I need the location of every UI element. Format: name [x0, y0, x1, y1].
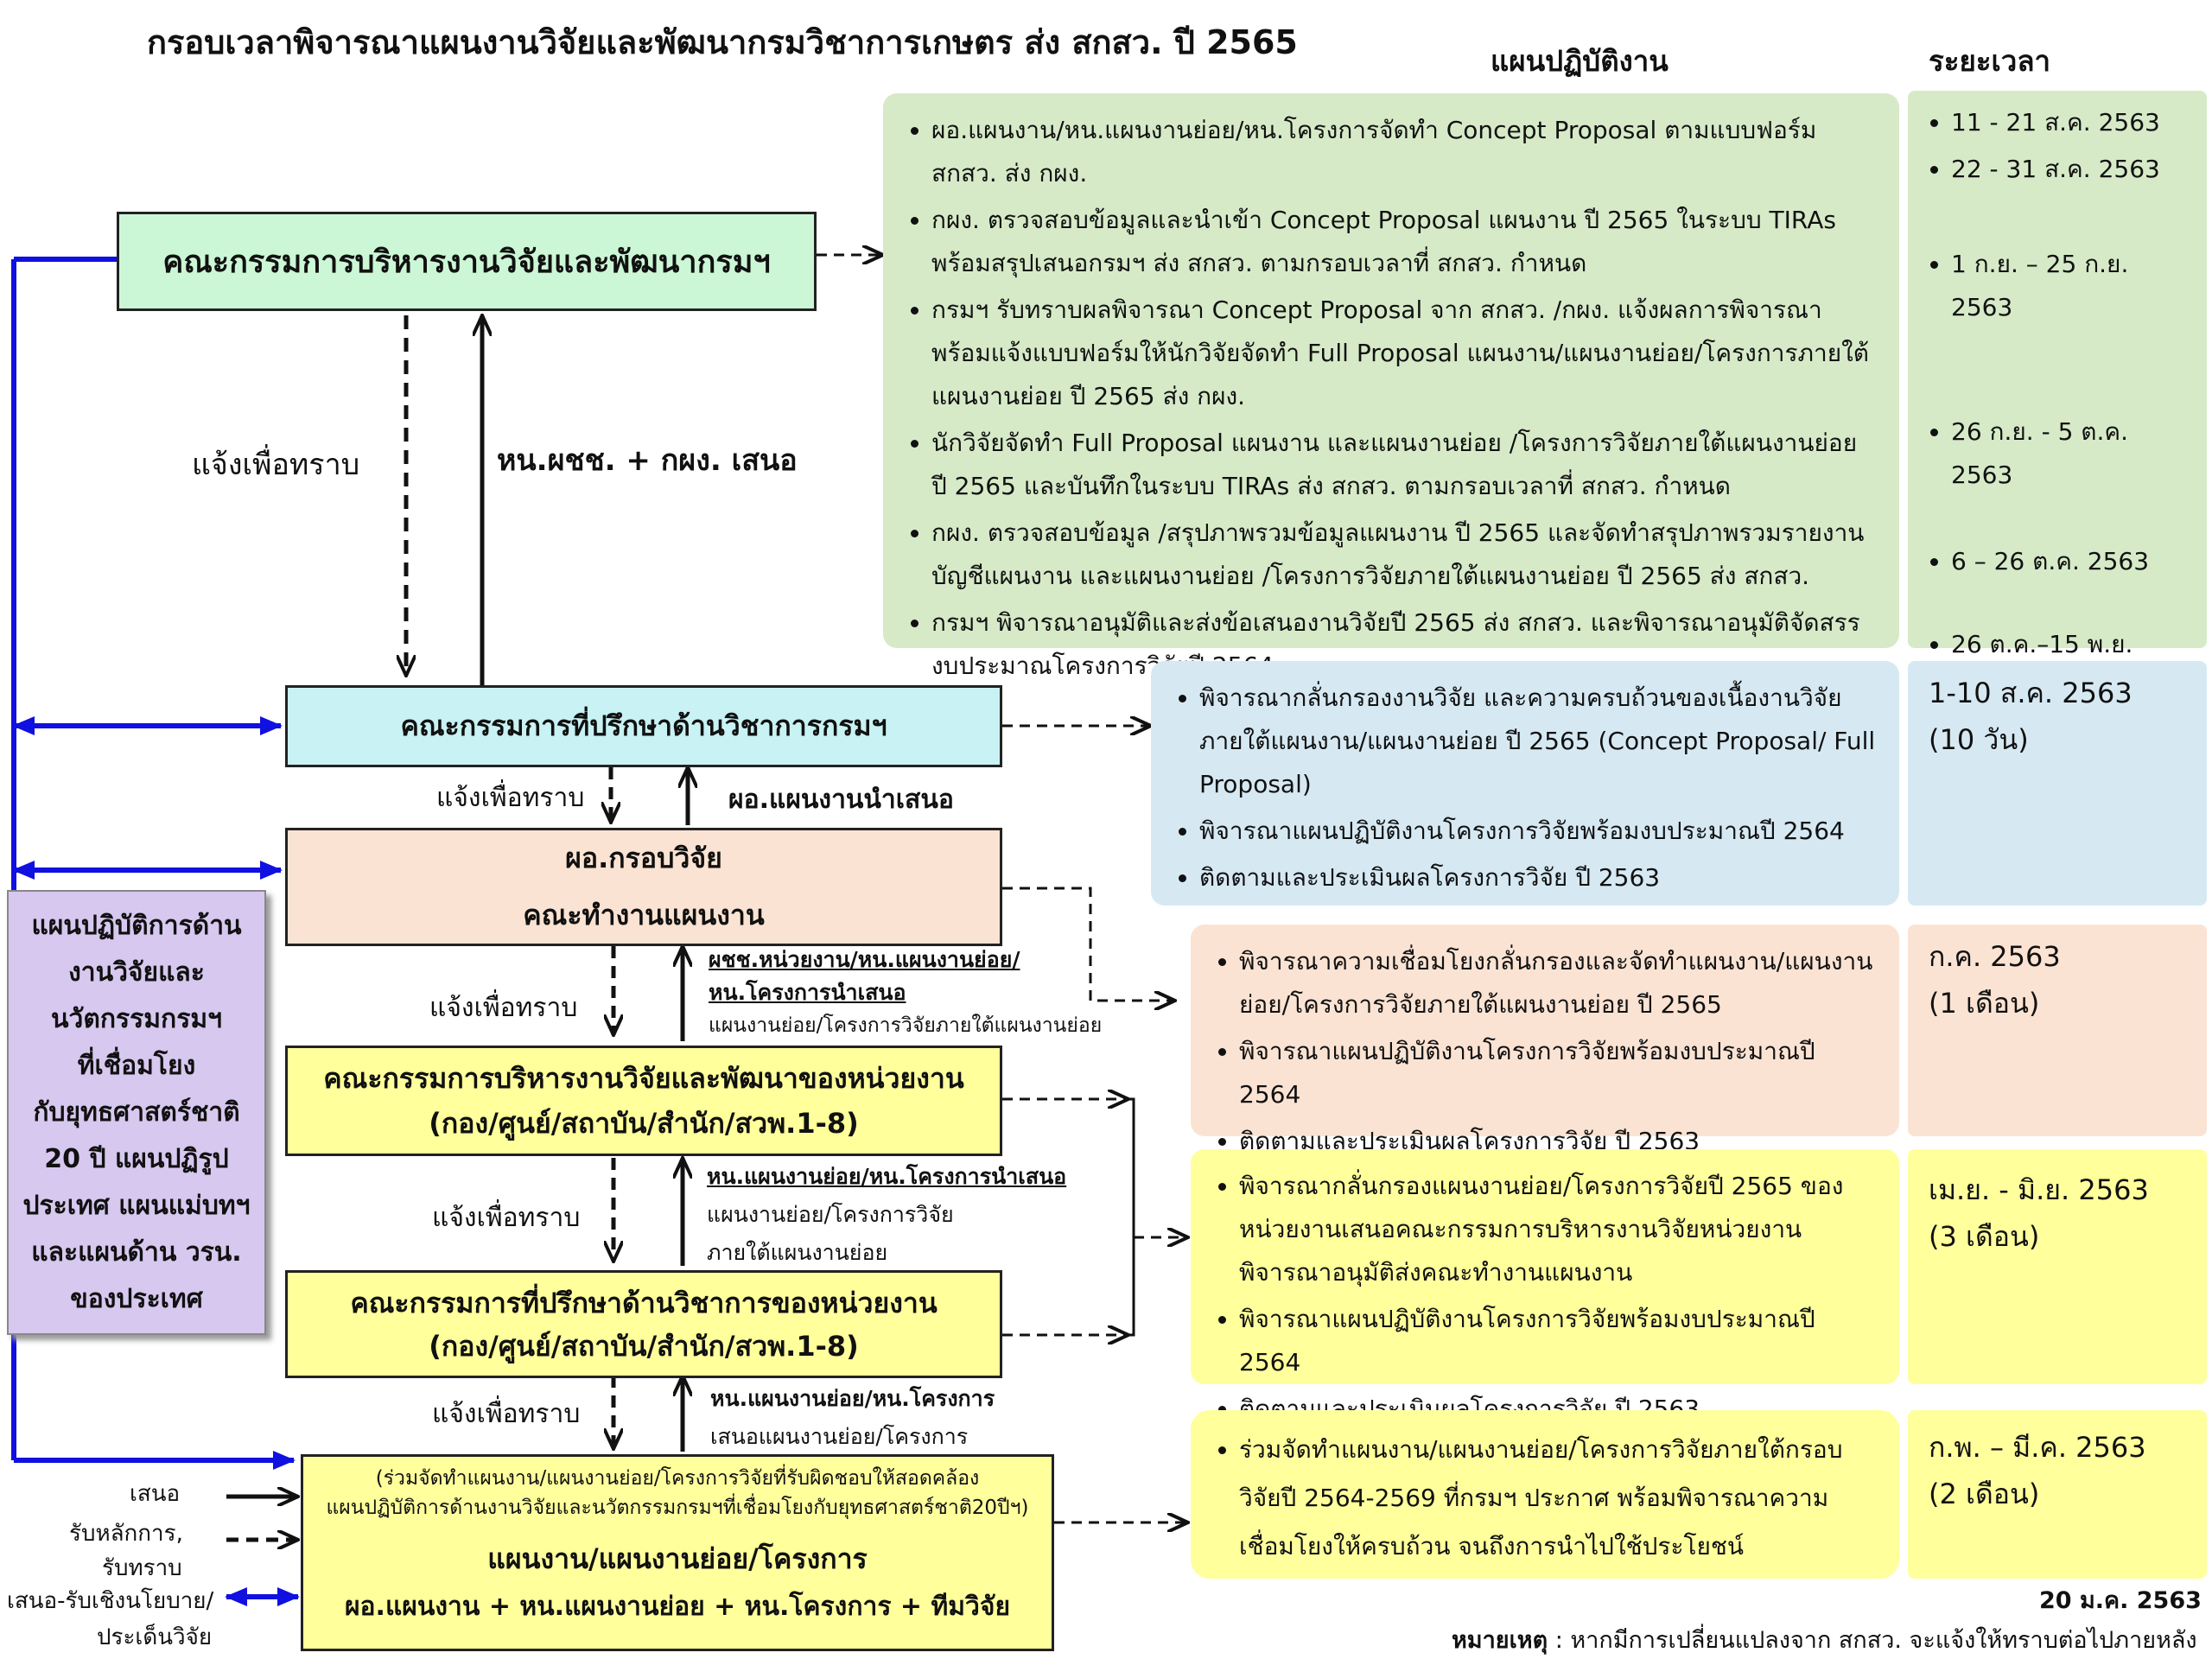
peach-plan-panel: พิจารณาความเชื่อมโยงกลั่นกรองและจัดทำแผน…	[1191, 925, 1899, 1155]
propose-label-group: หน.แผนงานย่อย/หน.โครงการ เสนอแผนงานย่อย/…	[710, 1380, 995, 1456]
plan-item: ผอ.แผนงาน/หน.แผนงานย่อย/หน.โครงการจัดทำ …	[931, 109, 1878, 195]
plan-item: ติดตามและประเมินผลโครงการวิจัย ปี 2563	[1199, 856, 1878, 899]
propose-label: หน.แผนงานย่อย/หน.โครงการนำเสนอ	[707, 1164, 1067, 1189]
propose-label: ผชช.หน่วยงาน/หน.แผนงานย่อย/	[709, 947, 1020, 972]
blue-plan-panel: พิจารณากลั่นกรองงานวิจัย และความครบถ้วนข…	[1151, 661, 1899, 906]
notify-label: แจ้งเพื่อทราบ	[429, 993, 578, 1023]
period-item: 1-10 ส.ค. 2563	[1929, 677, 2133, 709]
footnote-text: : หากมีการเปลี่ยนแปลงจาก สกสว. จะแจ้งให้…	[1548, 1627, 2197, 1654]
plan-item: พิจารณาแผนปฏิบัติงานโครงการวิจัยพร้อมงบป…	[1199, 810, 1878, 853]
purple-line: ของประเทศ	[70, 1283, 203, 1314]
notify-label: แจ้งเพื่อทราบ	[432, 1399, 581, 1429]
period-duration: (2 เดือน)	[1929, 1478, 2040, 1510]
footnote: หมายเหตุ : หากมีการเปลี่ยนแปลงจาก สกสว. …	[1452, 1621, 2197, 1658]
purple-line: งานวิจัยและ	[68, 957, 205, 988]
plan-item: พิจารณากลั่นกรองแผนงานย่อย/โครงการวิจัยป…	[1239, 1165, 1878, 1294]
yellow-plan-panel: พิจารณากลั่นกรองแผนงานย่อย/โครงการวิจัยป…	[1191, 1149, 1899, 1423]
blue-dates-panel: 1-10 ส.ค. 2563 (10 วัน)	[1908, 661, 2207, 906]
plan-item: กผง. ตรวจสอบข้อมูลและนำเข้า Concept Prop…	[931, 199, 1878, 285]
legend-propose: เสนอ	[130, 1481, 181, 1507]
propose-sublabel: ภายใต้แผนงานย่อย	[707, 1240, 888, 1265]
notify-label: แจ้งเพื่อทราบ	[192, 448, 360, 482]
exec-committee-box: คณะกรรมการบริหารงานวิจัยและพัฒนากรมฯ	[117, 212, 817, 311]
plan-item: กรมฯ พิจารณาอนุมัติและส่งข้อเสนองานวิจัย…	[931, 601, 1878, 688]
advisory-committee-box: คณะกรรมการที่ปรึกษาด้านวิชาการกรมฯ	[285, 685, 1002, 767]
exec-committee-label: คณะกรรมการบริหารงานวิจัยและพัฒนากรมฯ	[162, 245, 771, 280]
propose-sublabel: แผนงานย่อย/โครงการวิจัย	[707, 1202, 954, 1227]
plan-item: กผง. ตรวจสอบข้อมูล /สรุปภาพรวมข้อมูลแผนง…	[931, 512, 1878, 598]
unit-exec-label-line2: (กอง/ศูนย์/สถาบัน/สำนัก/สวพ.1-8)	[429, 1107, 859, 1140]
propose-label-group: หน.แผนงานย่อย/หน.โครงการนำเสนอ แผนงานย่อ…	[707, 1158, 1066, 1272]
green-plan-panel: ผอ.แผนงาน/หน.แผนงานย่อย/หน.โครงการจัดทำ …	[883, 93, 1899, 680]
plan-item: นักวิจัยจัดทำ Full Proposal แผนงาน และแผ…	[931, 422, 1878, 508]
national-strategy-box: แผนปฏิบัติการด้าน งานวิจัยและ นวัตกรรมกร…	[7, 890, 266, 1335]
period-duration: (1 เดือน)	[1929, 987, 2040, 1020]
propose-sublabel: แผนงานย่อย/โครงการวิจัยภายใต้แผนงานย่อย	[709, 1014, 1103, 1037]
research-director-label: ผอ.กรอบวิจัย	[565, 842, 722, 875]
advisory-committee-label: คณะกรรมการที่ปรึกษาด้านวิชาการกรมฯ	[400, 709, 887, 742]
bottom-title: แผนงาน/แผนงานย่อย/โครงการ	[487, 1542, 868, 1575]
purple-line: กับยุทธศาสตร์ชาติ	[33, 1096, 240, 1128]
purple-line: 20 ปี แผนปฏิรูป	[44, 1143, 229, 1174]
plan-item: พิจารณาแผนปฏิบัติงานโครงการวิจัยพร้อมงบป…	[1239, 1298, 1878, 1384]
period-item: ก.พ. – มี.ค. 2563	[1929, 1431, 2146, 1464]
period-column-header: ระยะเวลา	[1929, 44, 2051, 78]
plan-column-header: แผนปฏิบัติงาน	[1491, 44, 1669, 78]
propose-label-group: ผชช.หน่วยงาน/หน.แผนงานย่อย/ หน.โครงการนำ…	[709, 944, 1102, 1042]
plan-item: พิจารณาความเชื่อมโยงกลั่นกรองและจัดทำแผน…	[1239, 940, 1878, 1027]
document-date: 20 ม.ค. 2563	[2039, 1587, 2202, 1614]
bottom-note-line2: แผนปฏิบัติการด้านงานวิจัยและนวัตกรรมกรมฯ…	[326, 1497, 1029, 1519]
period-item: 1 ก.ย. – 25 ก.ย. 2563	[1951, 243, 2186, 329]
green-dates-panel: 11 - 21 ส.ค. 2563 22 - 31 ส.ค. 2563 1 ก.…	[1908, 91, 2207, 702]
research-framework-box: ผอ.กรอบวิจัย คณะทำงานแผนงาน	[285, 828, 1002, 946]
plan-item: พิจารณากลั่นกรองงานวิจัย และความครบถ้วนข…	[1199, 677, 1878, 806]
purple-line: ที่เชื่อมโยง	[77, 1050, 196, 1081]
period-item: 22 - 31 ส.ค. 2563	[1951, 148, 2186, 191]
working-group-label: คณะทำงานแผนงาน	[523, 898, 765, 931]
purple-line: แผนปฏิบัติการด้าน	[31, 910, 242, 941]
purple-line: ประเทศ แผนแม่บทฯ	[22, 1190, 251, 1221]
bottom-note-line1: (ร่วมจัดทำแผนงาน/แผนงานย่อย/โครงการวิจัย…	[375, 1467, 980, 1490]
plan-item: กรมฯ รับทราบผลพิจารณา Concept Proposal จ…	[931, 289, 1878, 418]
propose-label: หน.แผนงานย่อย/หน.โครงการ	[710, 1386, 995, 1411]
unit-advisory-committee-box: คณะกรรมการที่ปรึกษาด้านวิชาการของหน่วยงา…	[285, 1270, 1002, 1378]
notify-label: แจ้งเพื่อทราบ	[432, 1203, 581, 1233]
purple-line: นวัตกรรมกรมฯ	[51, 1003, 222, 1034]
propose-sublabel: เสนอแผนงานย่อย/โครงการ	[710, 1424, 969, 1449]
period-item: 11 - 21 ส.ค. 2563	[1951, 101, 2186, 144]
period-item: 6 – 26 ต.ค. 2563	[1951, 540, 2186, 583]
propose-label: ผอ.แผนงานนำเสนอ	[728, 785, 954, 815]
plan-item: พิจารณาแผนปฏิบัติงานโครงการวิจัยพร้อมงบป…	[1239, 1030, 1878, 1116]
yellow-plan-panel-2: ร่วมจัดทำแผนงาน/แผนงานย่อย/โครงการวิจัยภ…	[1191, 1410, 1899, 1579]
period-duration: (3 เดือน)	[1929, 1220, 2040, 1253]
bottom-team: ผอ.แผนงาน + หน.แผนงานย่อย + หน.โครงการ +…	[344, 1592, 1011, 1622]
period-duration: (10 วัน)	[1929, 723, 2029, 756]
footnote-label: หมายเหตุ	[1452, 1627, 1548, 1654]
legend-accept-line1: รับหลักการ,	[69, 1521, 183, 1547]
peach-dates-panel: ก.ค. 2563 (1 เดือน)	[1908, 925, 2207, 1136]
unit-exec-committee-box: คณะกรรมการบริหารงานวิจัยและพัฒนาของหน่วย…	[285, 1046, 1002, 1156]
yellow-dates-panel-2: ก.พ. – มี.ค. 2563 (2 เดือน)	[1908, 1410, 2207, 1579]
unit-adv-label-line2: (กอง/ศูนย์/สถาบัน/สำนัก/สวพ.1-8)	[429, 1329, 859, 1363]
period-item: ก.ค. 2563	[1929, 940, 2061, 973]
unit-adv-label-line1: คณะกรรมการที่ปรึกษาด้านวิชาการของหน่วยงา…	[350, 1286, 938, 1319]
notify-label: แจ้งเพื่อทราบ	[436, 783, 585, 813]
unit-exec-label-line1: คณะกรรมการบริหารงานวิจัยและพัฒนาของหน่วย…	[323, 1062, 964, 1095]
period-item: 26 ก.ย. - 5 ต.ค. 2563	[1951, 410, 2186, 497]
plan-item: ร่วมจัดทำแผนงาน/แผนงานย่อย/โครงการวิจัยภ…	[1239, 1426, 1878, 1571]
page-title: กรอบเวลาพิจารณาแผนงานวิจัยและพัฒนากรมวิช…	[147, 23, 1298, 61]
period-item: เม.ย. - มิ.ย. 2563	[1929, 1173, 2149, 1206]
legend-policy-line1: เสนอ-รับเชิงนโยบาย/	[7, 1588, 214, 1614]
propose-label: หน.โครงการนำเสนอ	[709, 980, 906, 1005]
purple-line: และแผนด้าน วรน.	[31, 1236, 242, 1268]
plan-project-box: (ร่วมจัดทำแผนงาน/แผนงานย่อย/โครงการวิจัย…	[301, 1454, 1054, 1651]
legend-policy-line2: ประเด็นวิจัย	[97, 1624, 213, 1650]
propose-label: หน.ผชช. + กผง. เสนอ	[497, 443, 798, 478]
yellow-dates-panel: เม.ย. - มิ.ย. 2563 (3 เดือน)	[1908, 1149, 2207, 1384]
legend-accept-line2: รับทราบ	[102, 1555, 182, 1581]
